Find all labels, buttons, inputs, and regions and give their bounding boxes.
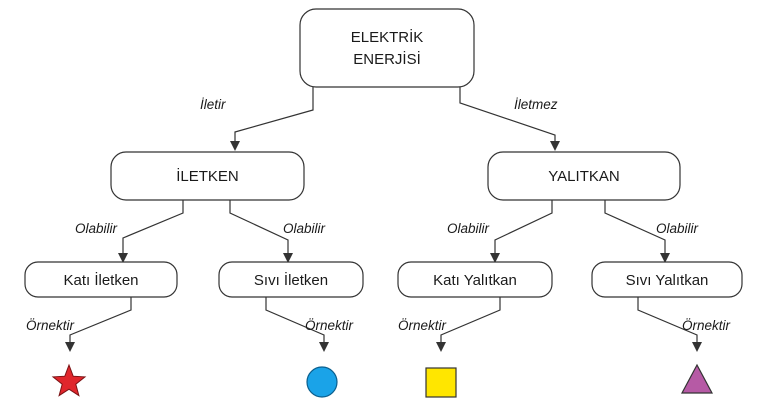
root-label-line2: ENERJİSİ [353, 50, 421, 68]
solid-conductor-node: Katı İletken [24, 261, 178, 298]
edge-example-4: Örnektir [637, 297, 731, 352]
circle-symbol [306, 366, 338, 398]
liquid-conductor-node: Sıvı İletken [218, 261, 364, 298]
edge-may-be-2: Olabilir [229, 200, 326, 263]
edge-example-1: Örnektir [26, 297, 132, 352]
edge-label-example-3: Örnektir [398, 318, 447, 333]
square-symbol [425, 367, 457, 398]
edge-label-may-be-1: Olabilir [75, 221, 118, 236]
solid-insulator-label: Katı Yalıtkan [433, 272, 517, 289]
liquid-insulator-label: Sıvı Yalıtkan [626, 272, 709, 289]
edge-label-example-2: Örnektir [305, 318, 354, 333]
root-label-line1: ELEKTRİK [351, 28, 424, 46]
edge-label-may-be-2: Olabilir [283, 221, 326, 236]
edge-may-be-3: Olabilir [447, 200, 553, 263]
liquid-insulator-node: Sıvı Yalıtkan [591, 261, 743, 298]
edge-label-not-conducts: İletmez [514, 97, 558, 112]
insulator-label: YALITKAN [548, 168, 619, 185]
edge-may-be-4: Olabilir [604, 200, 699, 263]
edge-label-conducts: İletir [200, 97, 226, 112]
edge-example-3: Örnektir [398, 297, 501, 352]
edge-may-be-1: Olabilir [75, 200, 184, 263]
conductor-node: İLETKEN [110, 151, 305, 201]
edge-label-example-1: Örnektir [26, 318, 75, 333]
edge-label-may-be-3: Olabilir [447, 221, 490, 236]
triangle-symbol [680, 363, 714, 394]
edge-example-2: Örnektir [265, 297, 354, 352]
edge-conducts: İletir [200, 87, 314, 151]
root-node: ELEKTRİK ENERJİSİ [299, 8, 475, 88]
solid-conductor-label: Katı İletken [63, 271, 138, 289]
conductor-label: İLETKEN [176, 167, 239, 185]
solid-insulator-node: Katı Yalıtkan [397, 261, 553, 298]
edge-label-example-4: Örnektir [682, 318, 731, 333]
edge-not-conducts: İletmez [459, 87, 560, 151]
insulator-node: YALITKAN [487, 151, 681, 201]
star-symbol [51, 363, 87, 397]
liquid-conductor-label: Sıvı İletken [254, 271, 328, 289]
edge-label-may-be-4: Olabilir [656, 221, 699, 236]
